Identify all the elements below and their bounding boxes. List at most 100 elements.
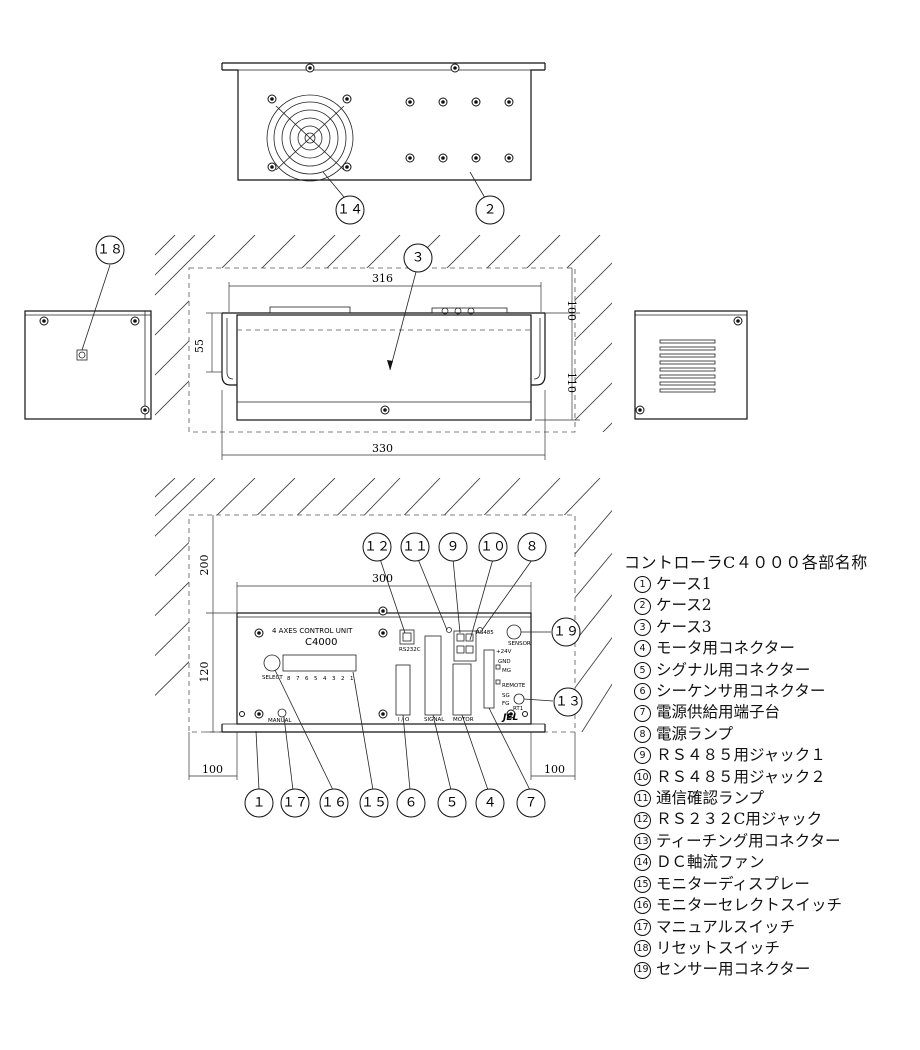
legend-num: 17 xyxy=(634,918,651,936)
legend-num: 3 xyxy=(634,619,651,637)
balloon-14: １４ xyxy=(335,195,365,225)
select-label: SELECT xyxy=(262,675,283,681)
balloon-19: １９ xyxy=(551,617,581,647)
digit-6: 3 xyxy=(332,676,336,682)
balloon-13-text: １３ xyxy=(555,695,581,710)
balloon-18-text: １８ xyxy=(97,243,123,258)
legend-label: モニターディスプレー xyxy=(656,874,810,893)
legend-label: マニュアルスイッチ xyxy=(656,917,796,936)
legend-label: ＲＳ２３２C用ジャック xyxy=(656,810,823,829)
legend-num: 10 xyxy=(634,768,651,786)
balloon-5-text: ５ xyxy=(445,796,458,811)
power-terminal xyxy=(483,649,495,709)
legend-label: 通信確認ランプ xyxy=(656,789,765,808)
digit-3: 6 xyxy=(305,676,309,682)
balloon-13: １３ xyxy=(553,687,583,717)
mg-label: MG xyxy=(502,668,511,674)
legend-num: 7 xyxy=(634,704,651,722)
legend-item: 5 シグナル用コネクター xyxy=(624,660,914,681)
legend-num: 19 xyxy=(634,961,651,979)
legend-item: 17 マニュアルスイッチ xyxy=(624,917,914,938)
balloon-18: １８ xyxy=(95,235,125,265)
balloon-1-text: １ xyxy=(252,796,265,811)
top-view xyxy=(221,62,546,199)
rs232c-jack xyxy=(399,629,415,645)
unit-model: C4000 xyxy=(305,637,337,648)
rs232c-label: RS232C xyxy=(399,647,421,653)
left-side-view xyxy=(24,264,152,420)
balloon-9-text: ９ xyxy=(446,540,459,555)
manual-switch xyxy=(277,708,287,718)
balloon-1: １ xyxy=(244,788,274,818)
balloon-12: １２ xyxy=(362,532,392,562)
rs485-jacks xyxy=(453,630,477,662)
dim-110: 110 xyxy=(565,372,578,393)
display-digits: 8 7 6 5 4 3 2 1 xyxy=(287,676,354,682)
dim-100-left: 100 xyxy=(202,763,223,776)
leader-lines xyxy=(255,558,554,791)
balloon-3-text: ３ xyxy=(411,251,424,266)
legend-title: コントローラC４０００各部名称 xyxy=(624,553,868,572)
balloon-17-text: １７ xyxy=(282,796,308,811)
balloon-4: ４ xyxy=(475,788,505,818)
balloon-15: １５ xyxy=(359,788,389,818)
digit-5: 4 xyxy=(323,676,327,682)
brand-logo: JEL xyxy=(501,713,518,723)
legend-num: 13 xyxy=(634,833,651,851)
legend-label: シグナル用コネクター xyxy=(656,660,811,679)
balloon-6: ６ xyxy=(396,788,426,818)
mid-side-view xyxy=(221,271,546,421)
digit-4: 5 xyxy=(314,676,318,682)
dim-100-top: 100 xyxy=(565,300,578,321)
dim-100-right: 100 xyxy=(544,763,565,776)
legend-label: ＲＳ４８５用ジャック１ xyxy=(656,746,826,765)
select-switch xyxy=(263,654,281,672)
io-connector xyxy=(395,664,411,716)
dim-300: 300 xyxy=(372,572,393,585)
balloon-6-text: ６ xyxy=(404,796,417,811)
balloon-2: ２ xyxy=(475,195,505,225)
dim-330: 330 xyxy=(372,442,393,455)
legend-num: 14 xyxy=(634,854,651,872)
legend-num: 6 xyxy=(634,683,651,701)
manual-label: MANUAL xyxy=(268,718,292,724)
right-side-view xyxy=(634,310,748,420)
legend-label: ＤＣ軸流ファン xyxy=(656,853,765,872)
legend-num: 12 xyxy=(634,811,651,829)
balloon-16-text: １６ xyxy=(321,796,347,811)
rs485-label: RS485 xyxy=(476,630,494,636)
balloon-10-text: １０ xyxy=(480,540,506,555)
motor-connector xyxy=(452,663,472,716)
legend-label: モータ用コネクター xyxy=(656,639,795,658)
remote-label: REMOTE xyxy=(502,683,526,689)
signal-label: SIGNAL xyxy=(424,717,445,723)
dim-316: 316 xyxy=(372,272,393,285)
signal-connector xyxy=(424,635,442,716)
balloon-5: ５ xyxy=(437,788,467,818)
monitor-display xyxy=(282,654,357,672)
legend-num: 15 xyxy=(634,875,651,893)
balloon-11: １１ xyxy=(400,532,430,562)
v24-label: +24V xyxy=(496,649,512,655)
balloon-17: １７ xyxy=(280,788,310,818)
vent-slots xyxy=(659,339,716,393)
legend-num: 5 xyxy=(634,661,651,679)
io-label: I / O xyxy=(398,717,410,723)
gnd-label: GND xyxy=(498,659,511,665)
front-view: 4 AXES CONTROL UNIT C4000 SELECT 8 7 6 5… xyxy=(221,558,554,791)
legend-num: 11 xyxy=(634,790,651,808)
legend-item: 12 ＲＳ２３２C用ジャック xyxy=(624,809,914,830)
balloon-4-text: ４ xyxy=(483,796,496,811)
balloon-11-text: １１ xyxy=(402,540,428,555)
sensor-label: SENSOR xyxy=(508,641,531,647)
